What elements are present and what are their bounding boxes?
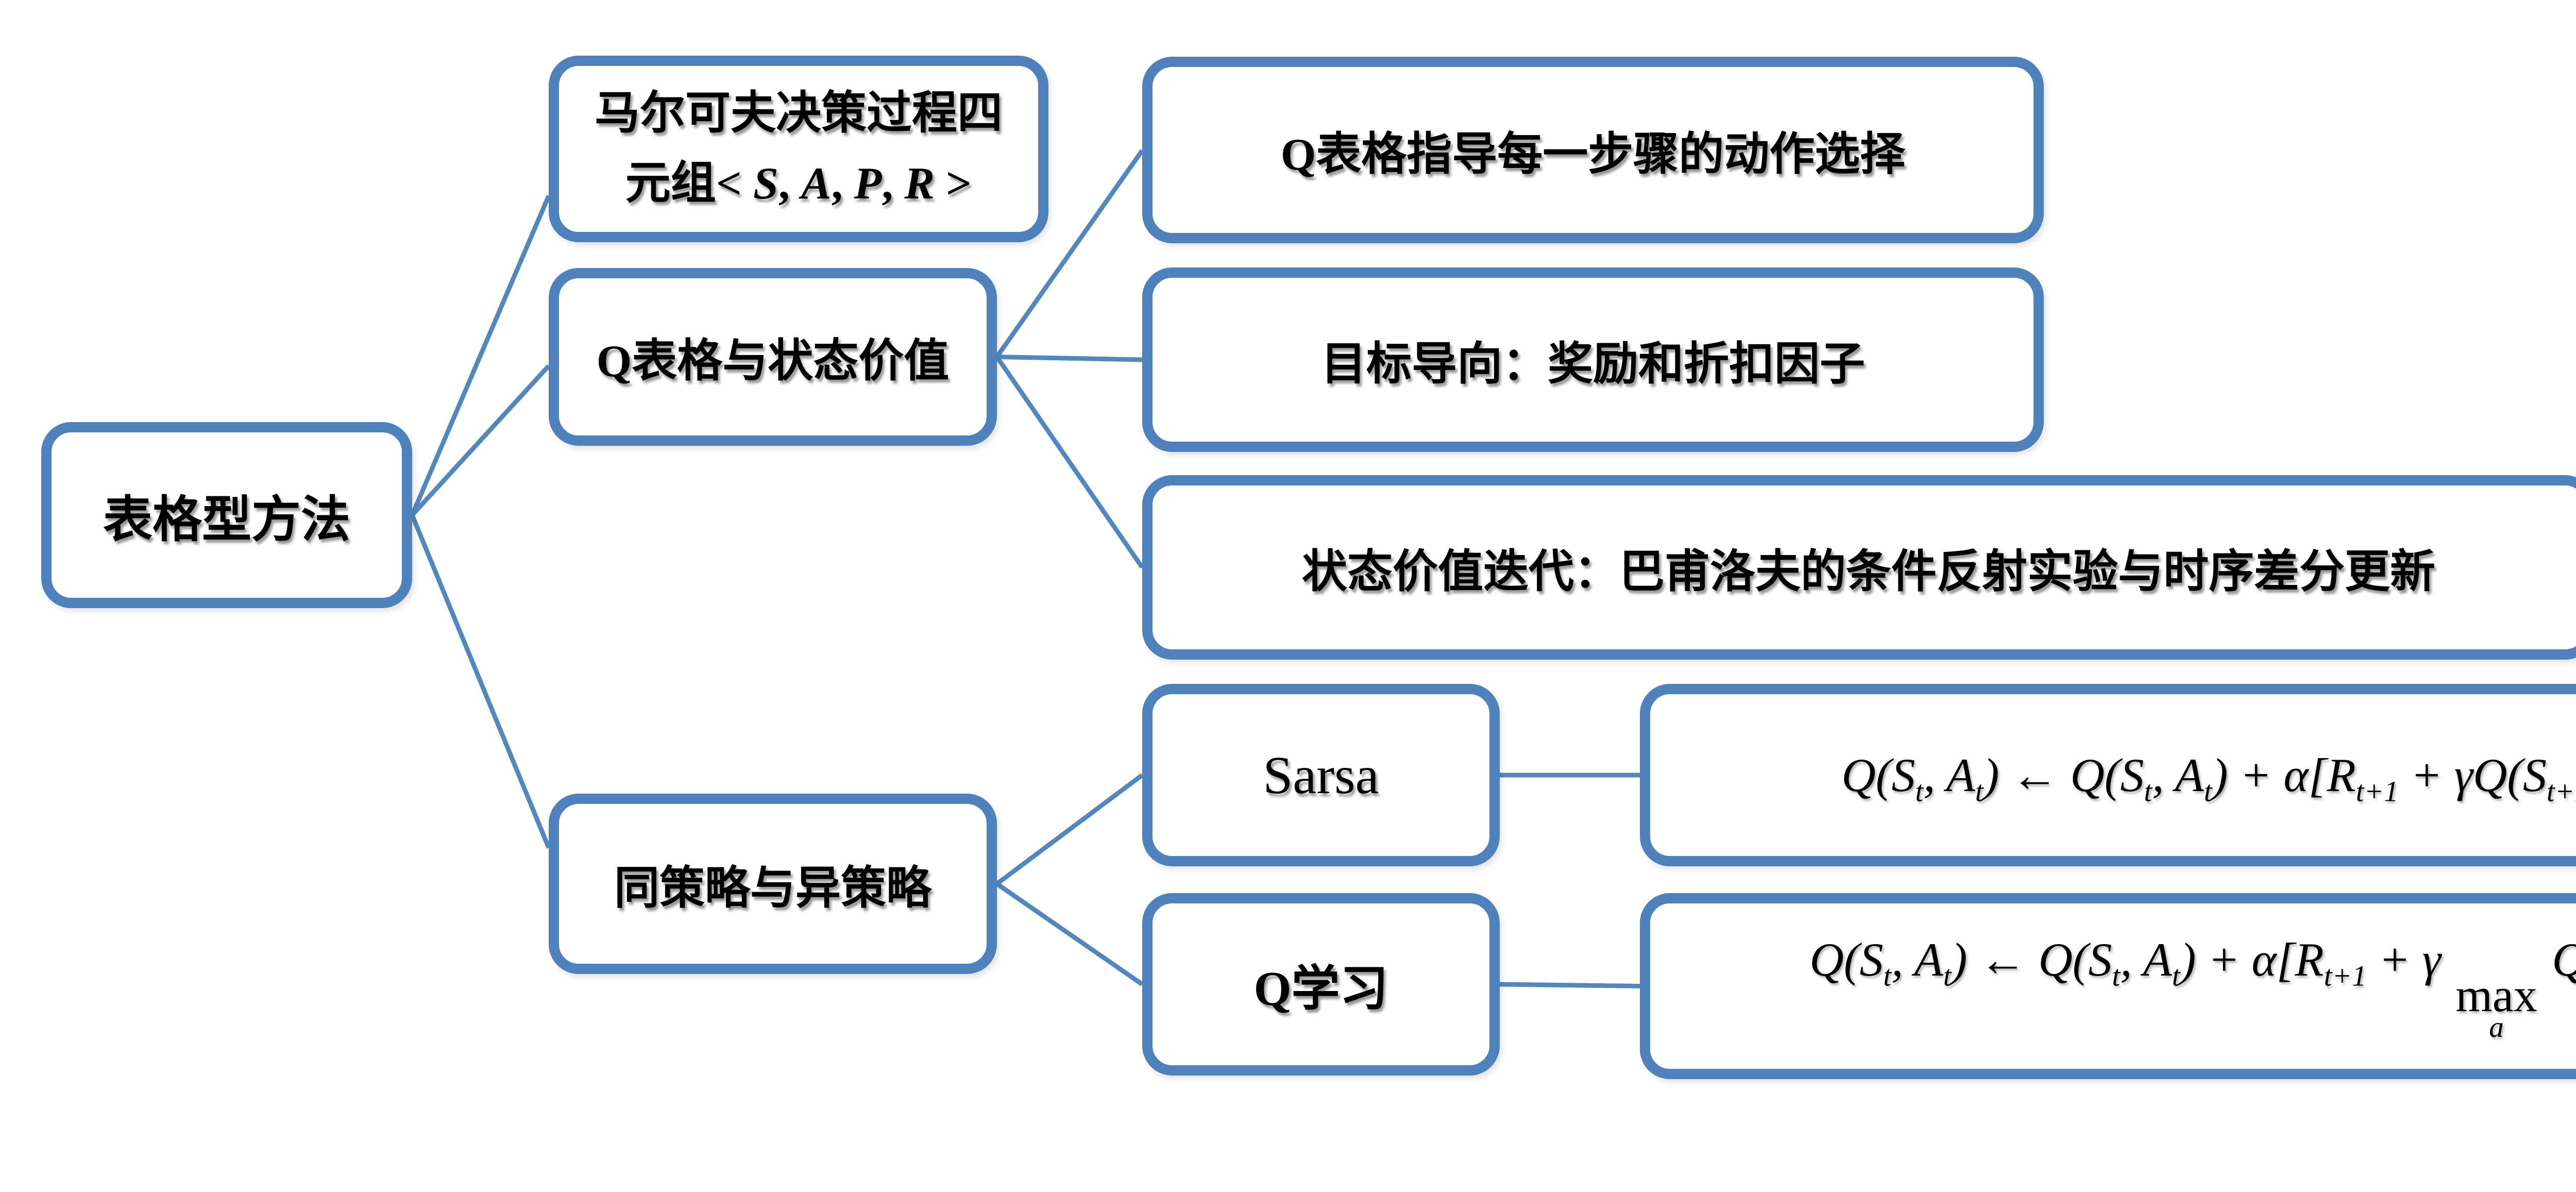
node-root-label: 表格型方法 <box>103 492 350 547</box>
node-root: 表格型方法 <box>41 422 412 608</box>
connector-onoff-qlearn <box>995 882 1144 986</box>
connector-root-onoff <box>410 514 551 849</box>
connector-qtable-goal <box>996 355 1143 362</box>
connector-qlearn-f2 <box>1499 982 1640 988</box>
node-onoff-label: 同策略与异策略 <box>614 863 931 914</box>
node-goal-oriented: 目标导向：奖励和折扣因子 <box>1142 267 2044 452</box>
node-mdp-tuple: 马尔可夫决策过程四 元组< S, A, P, R > <box>549 56 1048 242</box>
node-on-policy-off-policy: 同策略与异策略 <box>549 794 997 974</box>
node-qtable-guides-actions: Q表格指导每一步骤的动作选择 <box>1142 57 2044 243</box>
node-goal-label: 目标导向：奖励和折扣因子 <box>1320 339 1865 390</box>
node-q-learning: Q学习 <box>1142 893 1500 1076</box>
node-valueiter-label: 状态价值迭代：巴甫洛夫的条件反射实验与时序差分更新 <box>1301 547 2435 597</box>
node-qlearn-label: Q学习 <box>1253 962 1388 1016</box>
connector-qtable-qguide <box>995 149 1144 359</box>
node-qtable-label: Q表格与状态价值 <box>596 337 950 387</box>
node-sarsa-update-formula: Q(St, At) ← Q(St, At) + α[Rt+1 + γQ(St+1… <box>1640 684 2576 866</box>
node-qtable-state-value: Q表格与状态价值 <box>549 268 997 446</box>
node-qguide-label: Q表格指导每一步骤的动作选择 <box>1280 129 1906 180</box>
connector-qtable-valueiter <box>995 355 1144 569</box>
node-mdp-label: 马尔可夫决策过程四 元组< S, A, P, R > <box>594 88 1003 209</box>
connector-onoff-sarsa <box>995 773 1144 886</box>
sarsa-formula: Q(St, At) ← Q(St, At) + α[Rt+1 + γQ(St+1… <box>1841 749 2576 808</box>
connector-root-qtable <box>410 364 551 517</box>
node-sarsa: Sarsa <box>1142 684 1500 866</box>
connector-root-mdp <box>410 195 551 516</box>
node-state-value-iteration: 状态价值迭代：巴甫洛夫的条件反射实验与时序差分更新 <box>1142 475 2576 660</box>
node-sarsa-label: Sarsa <box>1263 745 1379 805</box>
